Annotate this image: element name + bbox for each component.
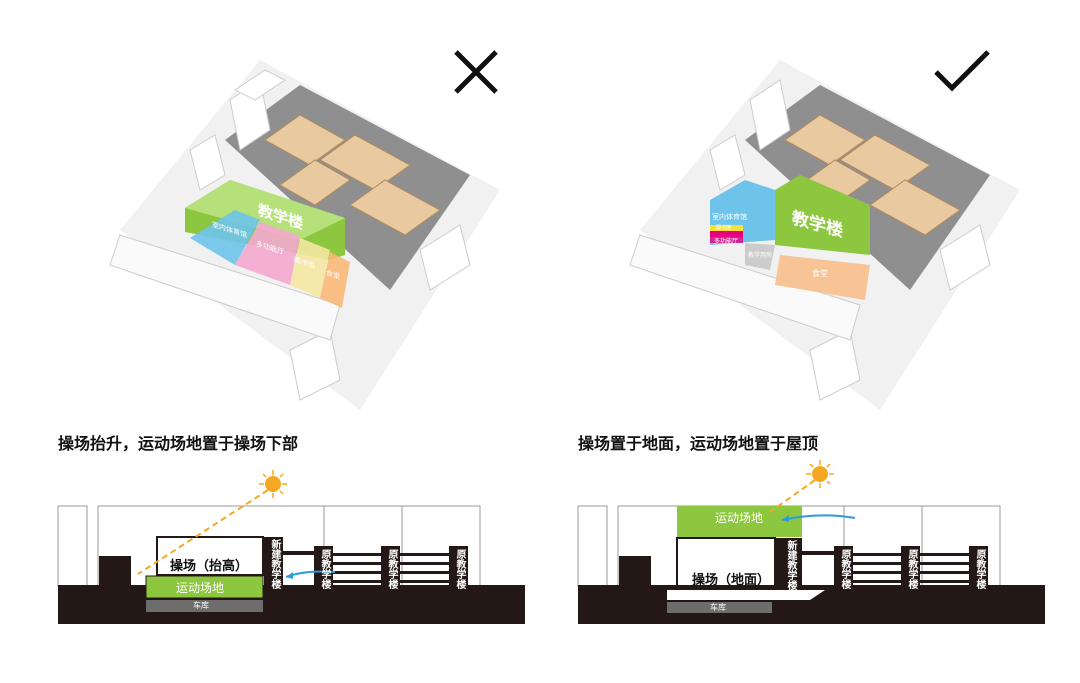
- library-block: [290, 238, 330, 298]
- aerial-label-gym: 室内体育馆: [712, 213, 747, 221]
- right-panel: 教学楼 室内体育馆 图书馆 多功能厅 教学用房 食堂 操场置于地面，运动场地置于…: [520, 0, 1060, 683]
- sun-icon: [259, 470, 287, 498]
- canteen-block: [320, 252, 350, 308]
- left-panel: 教学楼 室内体育馆 多功能厅 图书馆 食堂 操场抬升，运动场地置于操场下部 操场…: [57, 50, 525, 624]
- right-title: 操场置于地面，运动场地置于屋顶: [578, 434, 819, 453]
- raised-playground: [156, 536, 264, 576]
- aerial-label-canteen: 食堂: [812, 269, 828, 278]
- old-building-label-1: 原教学楼: [319, 549, 330, 589]
- aerial-label-classroom: 教学用房: [748, 252, 773, 259]
- left-title: 操场抬升，运动场地置于操场下部: [58, 434, 299, 453]
- old-building-label-3: 原教学楼: [974, 549, 985, 589]
- aerial-label-library: 图书馆: [716, 225, 732, 231]
- garage: [146, 600, 263, 612]
- new-building-label: 新建教学楼: [269, 539, 280, 589]
- playground-label: 操场（抬高）: [170, 559, 249, 574]
- old-building-label-2: 原教学楼: [906, 549, 917, 589]
- teaching-building-block: [775, 175, 870, 255]
- playground-label: 操场（地面）: [692, 573, 771, 588]
- multi-hall-block: [235, 222, 300, 285]
- garage-label: 车库: [710, 603, 726, 612]
- check-icon: [934, 50, 990, 92]
- cross-icon: [454, 50, 498, 94]
- aerial-label-multi: 多功能厅: [714, 238, 739, 245]
- sun-icon: [806, 460, 834, 488]
- left-aerial-view: [57, 50, 525, 624]
- new-building-label: 新建教学楼: [785, 540, 796, 590]
- airflow-arrow: [781, 514, 856, 521]
- left-section-diagram: [57, 470, 525, 624]
- old-building-label-3: 原教学楼: [454, 549, 465, 589]
- old-building-label-1: 原教学楼: [839, 549, 850, 589]
- ground: [58, 585, 525, 624]
- sports-field: [145, 575, 264, 599]
- right-section-diagram: [577, 460, 1045, 624]
- garage: [667, 602, 772, 613]
- sports-field-label: 运动场地: [715, 511, 764, 525]
- gym-block: [190, 210, 260, 265]
- garage-label: 车库: [193, 601, 209, 610]
- right-aerial-view: [577, 50, 1045, 624]
- old-building-label-2: 原教学楼: [386, 549, 397, 589]
- rooftop-sports-field: [677, 506, 802, 537]
- canteen-block: [775, 255, 870, 300]
- sports-field-label: 运动场地: [176, 581, 225, 595]
